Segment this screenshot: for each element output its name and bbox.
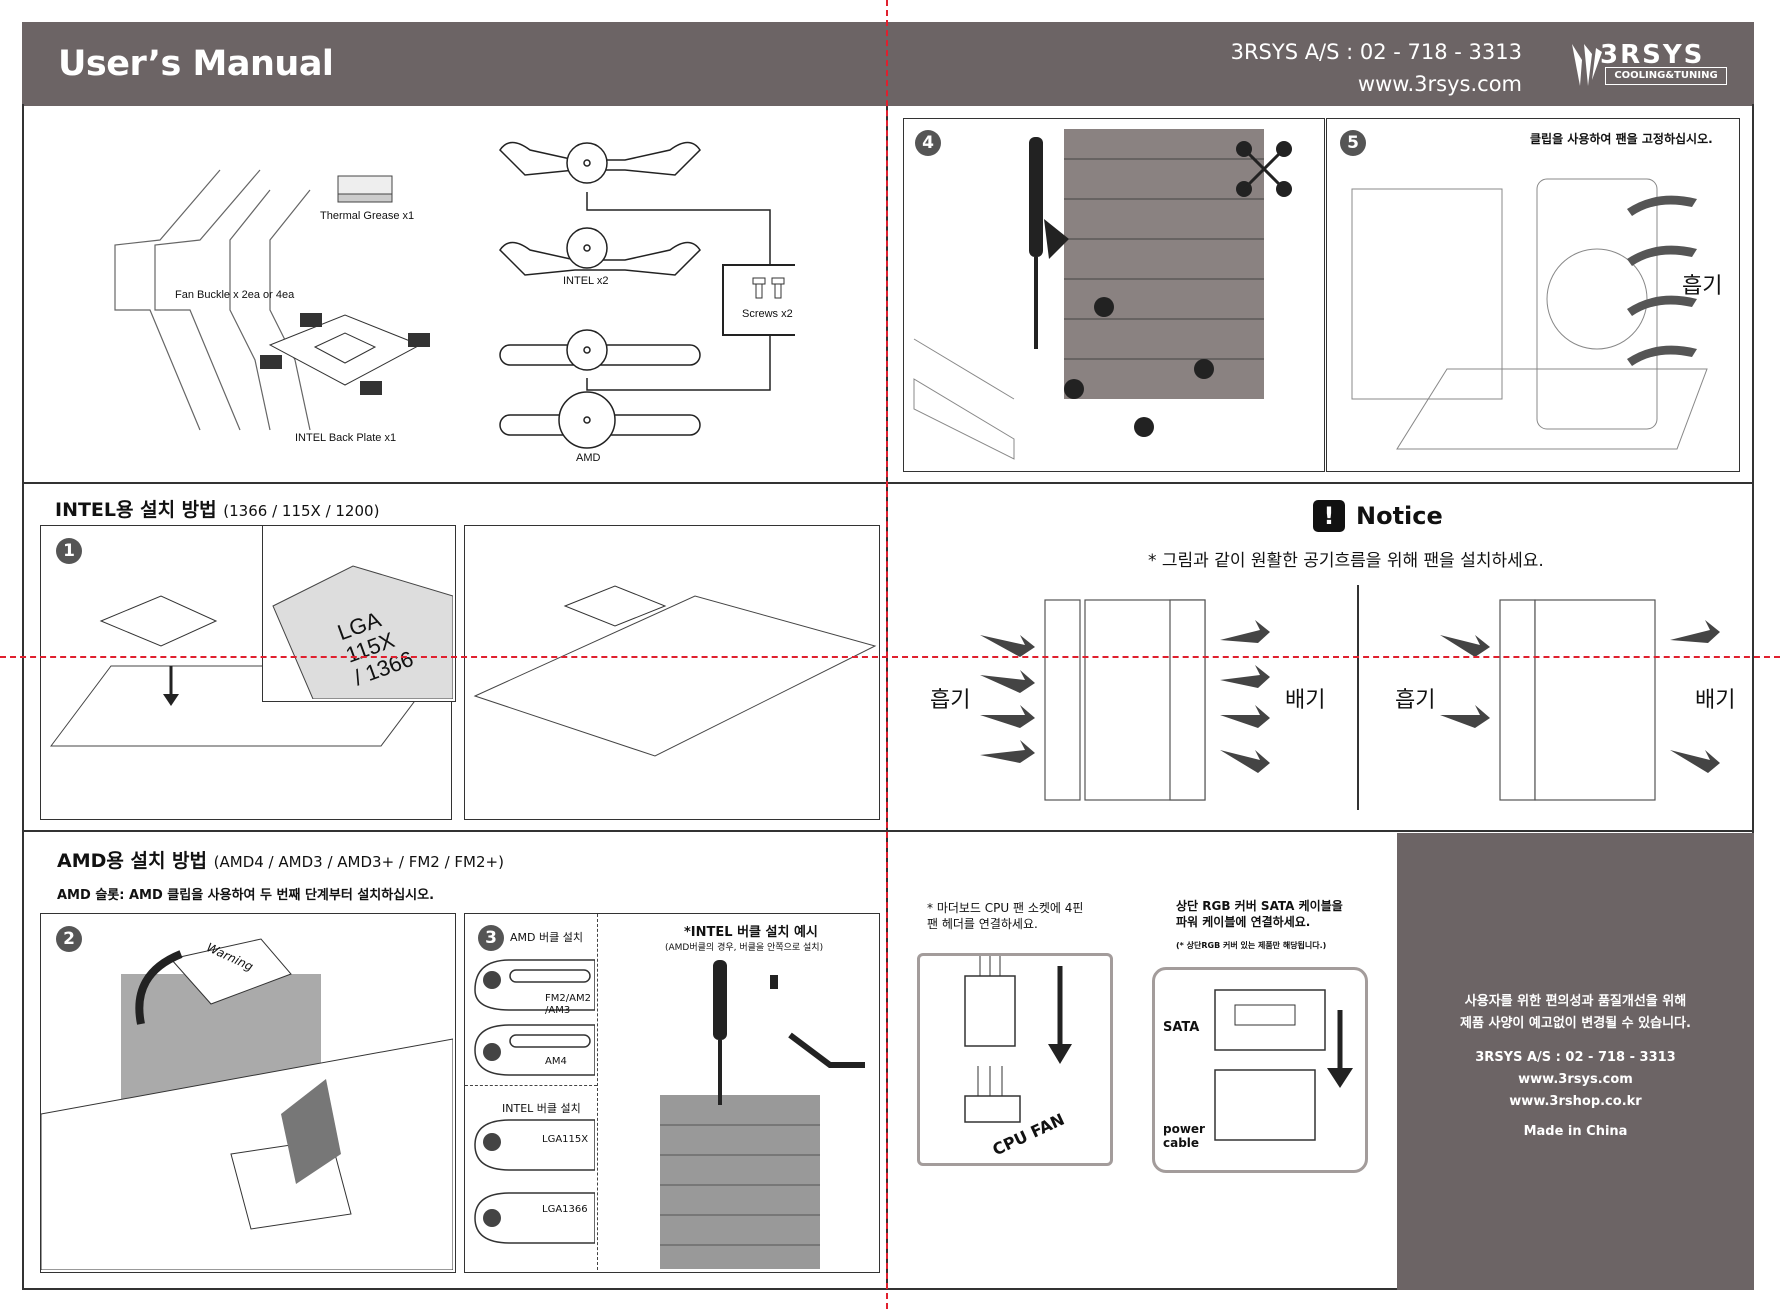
amd-step3-number: 3 [478, 925, 504, 951]
notice-text: * 그림과 같이 원활한 공기흐름을 위해 팬을 설치하세요. [1148, 551, 1544, 571]
intel-step1-number: 1 [56, 538, 82, 564]
fold-line-vertical [886, 0, 888, 1309]
step5-intake-label: 흡기 [1682, 274, 1723, 299]
lga115x-label: LGA115X [542, 1134, 589, 1145]
intel-title-sub: (1366 / 115X / 1200) [223, 502, 380, 520]
sata-connector-illustration [1214, 989, 1353, 1141]
amd-step2-number: 2 [56, 926, 82, 952]
step4-number: 4 [915, 130, 941, 156]
amd-buckle-label: AMD 버클 설치 [510, 931, 583, 944]
step3-divider-h [465, 1085, 597, 1086]
screws-label: Screws x2 [742, 308, 793, 320]
fan-buckle-label: Fan Buckle x 2ea or 4ea [175, 289, 295, 301]
logo-word: 3RSYS [1600, 40, 1705, 70]
rgb-connect-text: 상단 RGB 커버 SATA 케이블을 파워 케이블에 연결하세요. [1176, 899, 1343, 929]
intel-example-illustration [660, 960, 865, 1269]
amd-section-title: AMD용 설치 방법 (AMD4 / AMD3 / AMD3+ / FM2 / … [57, 846, 504, 873]
notice-intake-right: 흡기 [1395, 688, 1436, 713]
notice-title: Notice [1356, 502, 1443, 530]
back-info-phone: 3RSYS A/S : 02 - 718 - 3313 [1475, 1050, 1676, 1065]
step5-illustration [1351, 178, 1708, 450]
divider-3 [886, 482, 1754, 484]
step3-divider-v [597, 914, 598, 1270]
fm2-label: FM2/AM2 /AM3 [545, 993, 591, 1016]
back-info-panel: 사용자를 위한 편의성과 품질개선을 위해 제품 사양이 예고없이 변경될 수 … [1397, 833, 1754, 1290]
amd-title-sub: (AMD4 / AMD3 / AMD3+ / FM2 / FM2+) [213, 853, 504, 871]
right-frame [886, 104, 1754, 1290]
fan-connector-illustration [964, 956, 1072, 1123]
amd-title-text: AMD용 설치 방법 [57, 850, 208, 872]
manual-title: User’s Manual [58, 44, 334, 84]
amd-note: AMD 슬롯: AMD 클립을 사용하여 두 번째 단계부터 설치하십시오. [57, 888, 435, 903]
notice-exhaust-left: 배기 [1285, 688, 1326, 713]
intel-bracket-label: INTEL x2 [563, 275, 609, 287]
notice-intake-left: 흡기 [930, 688, 971, 713]
airflow-diagram [980, 585, 1720, 810]
logo-sub: COOLING&TUNING [1605, 67, 1727, 85]
back-info-web2: www.3rshop.co.kr [1509, 1094, 1642, 1109]
divider-2 [22, 830, 886, 832]
backplate-label: INTEL Back Plate x1 [295, 432, 397, 444]
amd-label: AMD [576, 452, 601, 464]
intel-section-title: INTEL용 설치 방법 (1366 / 115X / 1200) [55, 495, 379, 522]
step5-number: 5 [1340, 130, 1366, 156]
rgb-connect-panel [1152, 967, 1368, 1173]
header-bar [22, 22, 1754, 106]
lga1366-label: LGA1366 [542, 1204, 588, 1215]
intel-title-text: INTEL용 설치 방법 [55, 499, 217, 521]
header-website: www.3rsys.com [1357, 72, 1522, 96]
fan-connect-text: * 마더보드 CPU 팬 소켓에 4핀 팬 헤더를 연결하세요. [927, 901, 1084, 931]
lga-closeup-illustration [272, 565, 453, 699]
step4-illustration [913, 129, 1292, 460]
header-phone: 3RSYS A/S : 02 - 718 - 3313 [1230, 40, 1522, 64]
divider-1 [22, 482, 886, 484]
thermal-grease-icon [337, 175, 393, 203]
amd-step2-illustration [41, 938, 453, 1270]
sata-label: SATA [1163, 1020, 1200, 1035]
intel-example-sub: (AMD버클의 경우, 버클을 안쪽으로 설치) [665, 943, 824, 953]
buckle-slots-illustration [474, 959, 595, 1244]
rgb-connect-subtext: (* 상단RGB 커버 있는 제품만 해당됩니다.) [1176, 941, 1327, 950]
notice-exhaust-right: 배기 [1695, 688, 1736, 713]
intel-step1b-illustration [473, 585, 877, 757]
logo-emblem-icon [1572, 44, 1602, 86]
divider-4 [886, 830, 1754, 832]
mounting-brackets-diagram [499, 141, 795, 449]
thermal-grease-label: Thermal Grease x1 [320, 210, 415, 222]
am4-label: AM4 [545, 1056, 567, 1067]
notice-icon: ! [1313, 500, 1345, 532]
fan-connect-panel [917, 953, 1113, 1166]
back-info-origin: Made in China [1523, 1124, 1628, 1139]
back-info-web1: www.3rsys.com [1518, 1072, 1633, 1087]
header-contact: 3RSYS A/S : 02 - 718 - 3313 www.3rsys.co… [1231, 36, 1522, 100]
backplate-icon [260, 313, 430, 395]
fold-line-horizontal [0, 656, 1780, 658]
screws-icon [752, 277, 785, 299]
intel-step1b-panel [464, 525, 880, 820]
back-info-line2: 제품 사양이 예고없이 변경될 수 있습니다. [1460, 1016, 1691, 1031]
intel-example-title: *INTEL 버클 설치 예시 [684, 925, 818, 940]
power-cable-label: power cable [1163, 1122, 1205, 1150]
back-info-line1: 사용자를 위한 편의성과 품질개선을 위해 [1464, 994, 1687, 1009]
fan-buckle-illustration [114, 169, 311, 431]
step5-text: 클립을 사용하여 팬을 고정하십시오. [1530, 132, 1713, 146]
intel-buckle-label: INTEL 버클 설치 [502, 1102, 581, 1115]
